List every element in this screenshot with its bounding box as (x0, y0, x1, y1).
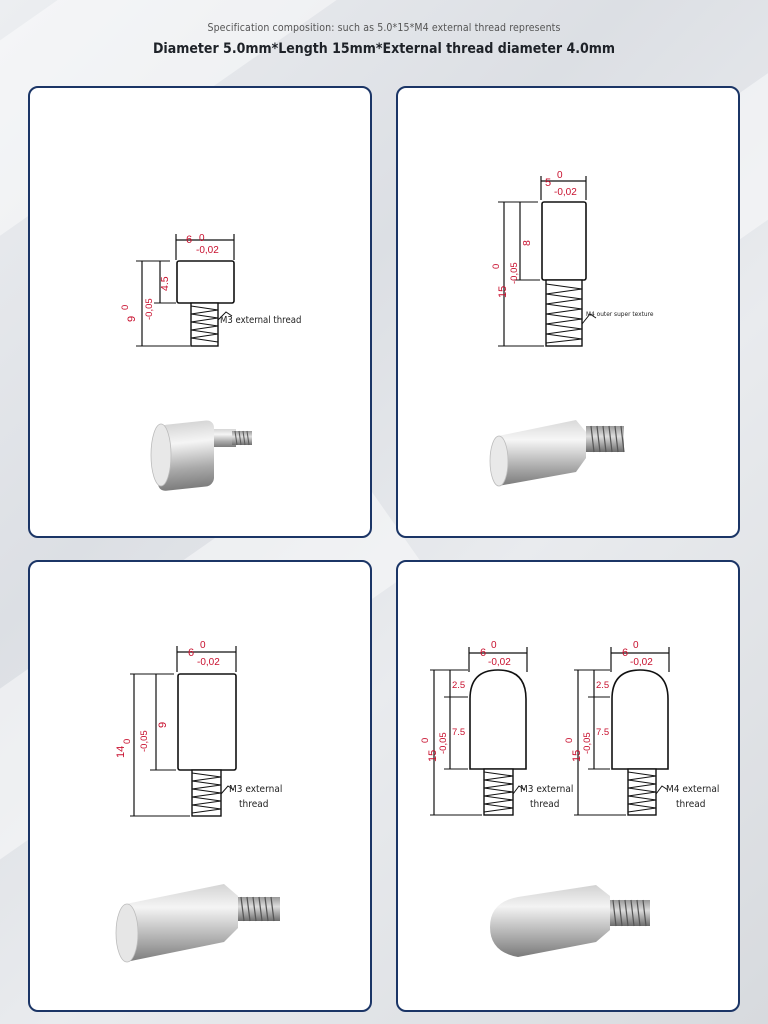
total-tolerance-upper: 0 (122, 739, 133, 744)
head-outline (176, 260, 235, 304)
total-tolerance-lower: -0,05 (582, 732, 593, 754)
thread-zigzag (627, 771, 657, 813)
tolerance-upper: 0 (557, 170, 563, 181)
thread-label-line2: thread (530, 799, 559, 810)
total-tolerance-lower: -0,05 (144, 298, 155, 320)
leader-line (220, 785, 235, 795)
leader-line (512, 785, 526, 795)
technical-drawing-panel-2: 5 0 -0,02 15 0 -0,05 8 M4 outer super te… (489, 170, 654, 487)
total-tolerance-upper: 0 (120, 305, 131, 310)
tolerance-lower: -0,02 (196, 245, 219, 256)
total-tolerance-lower: -0,05 (139, 730, 150, 752)
length-dimension: 15 0 -0,05 8 (491, 201, 544, 347)
total-length-value: 15 (571, 750, 583, 762)
technical-drawing-panel-3: 6 0 -0,02 14 0 -0,05 9 M3 external threa… (115, 640, 282, 963)
total-tolerance-upper: 0 (420, 738, 431, 743)
domed-head-outline (469, 669, 527, 770)
tolerance-upper: 0 (633, 640, 639, 651)
product-photo (489, 420, 625, 487)
thread-label-line1: M3 external (520, 784, 573, 795)
thread-label: M4 outer super texture (586, 310, 654, 318)
head-outline (541, 201, 587, 281)
spec-example-title: Diameter 5.0mm*Length 15mm*External thre… (152, 41, 616, 57)
domed-head-outline (611, 669, 669, 770)
tolerance-lower: -0,02 (488, 657, 511, 668)
diameter-dimension: 6 0 -0,02 (175, 233, 235, 260)
thread-zigzag (545, 283, 583, 344)
thread-label-line2: thread (239, 799, 268, 810)
diameter-dimension: 6 0 -0,02 (176, 640, 237, 672)
diameter-value: 6 (622, 647, 628, 659)
tolerance-upper: 0 (200, 640, 206, 651)
drawing-domed-m3: 6 0 -0,02 15 0 -0,05 2.5 7.5 M3 external… (420, 640, 573, 816)
dome-length-value: 2.5 (596, 680, 609, 691)
thread-label: M3 external thread (220, 315, 301, 326)
thread-zigzag (190, 305, 219, 343)
head-length-value: 8 (521, 240, 533, 246)
diameter-value: 6 (188, 647, 194, 659)
product-photo (115, 884, 280, 963)
length-dimension: 14 0 -0,05 9 (115, 673, 190, 817)
diameter-dimension: 5 0 -0,02 (540, 170, 587, 200)
leader-line (655, 785, 669, 795)
thread-label-line1: M3 external (229, 784, 282, 795)
product-panel-m4-long-head: 5 0 -0,02 15 0 -0,05 8 M4 outer super te… (396, 86, 740, 538)
total-tolerance-upper: 0 (564, 738, 575, 743)
total-tolerance-lower: -0,05 (438, 732, 449, 754)
thread-zigzag (191, 772, 222, 814)
head-length-value: 4.5 (159, 276, 171, 291)
tolerance-lower: -0,02 (630, 657, 653, 668)
body-length-value: 7.5 (596, 727, 609, 738)
diameter-value: 6 (186, 234, 192, 246)
length-dimension: 9 0 -0,05 4.5 (120, 260, 190, 347)
thread-label-line2: thread (676, 799, 705, 810)
total-tolerance-upper: 0 (491, 264, 502, 269)
product-panel-m3-short-head: 6 0 -0,02 9 0 -0,05 4.5 M3 external thre… (28, 86, 372, 538)
leader-line (217, 311, 233, 321)
diameter-value: 6 (480, 647, 486, 659)
product-panel-m3-tall-head: 6 0 -0,02 14 0 -0,05 9 M3 external threa… (28, 560, 372, 1012)
total-length-value: 14 (115, 746, 127, 758)
total-tolerance-lower: -0,05 (509, 262, 520, 284)
technical-drawing-panel-4: 6 0 -0,02 15 0 -0,05 2.5 7.5 M3 external… (420, 640, 719, 957)
head-outline (177, 673, 237, 771)
thread-label-line1: M4 external (666, 784, 719, 795)
dome-length-value: 2.5 (452, 680, 465, 691)
total-length-value: 15 (497, 286, 509, 298)
product-panel-domed-head: 6 0 -0,02 15 0 -0,05 2.5 7.5 M3 external… (396, 560, 740, 1012)
tolerance-upper: 0 (491, 640, 497, 651)
total-length-value: 9 (126, 316, 138, 322)
diameter-value: 5 (545, 177, 551, 189)
thread-zigzag (483, 771, 514, 813)
body-length-value: 7.5 (452, 727, 465, 738)
tolerance-lower: -0,02 (197, 657, 220, 668)
leader-line (581, 313, 597, 325)
tolerance-upper: 0 (199, 233, 205, 244)
product-photo (150, 420, 252, 491)
tolerance-lower: -0,02 (554, 187, 577, 198)
product-photo (490, 885, 650, 957)
total-length-value: 15 (427, 750, 439, 762)
technical-drawing-panel-1: 6 0 -0,02 9 0 -0,05 4.5 M3 external thre… (120, 233, 301, 491)
spec-composition-subtitle: Specification composition: such as 5.0*1… (207, 22, 561, 34)
drawing-domed-m4: 6 0 -0,02 15 0 -0,05 2.5 7.5 M4 external… (564, 640, 719, 816)
head-length-value: 9 (157, 722, 169, 728)
